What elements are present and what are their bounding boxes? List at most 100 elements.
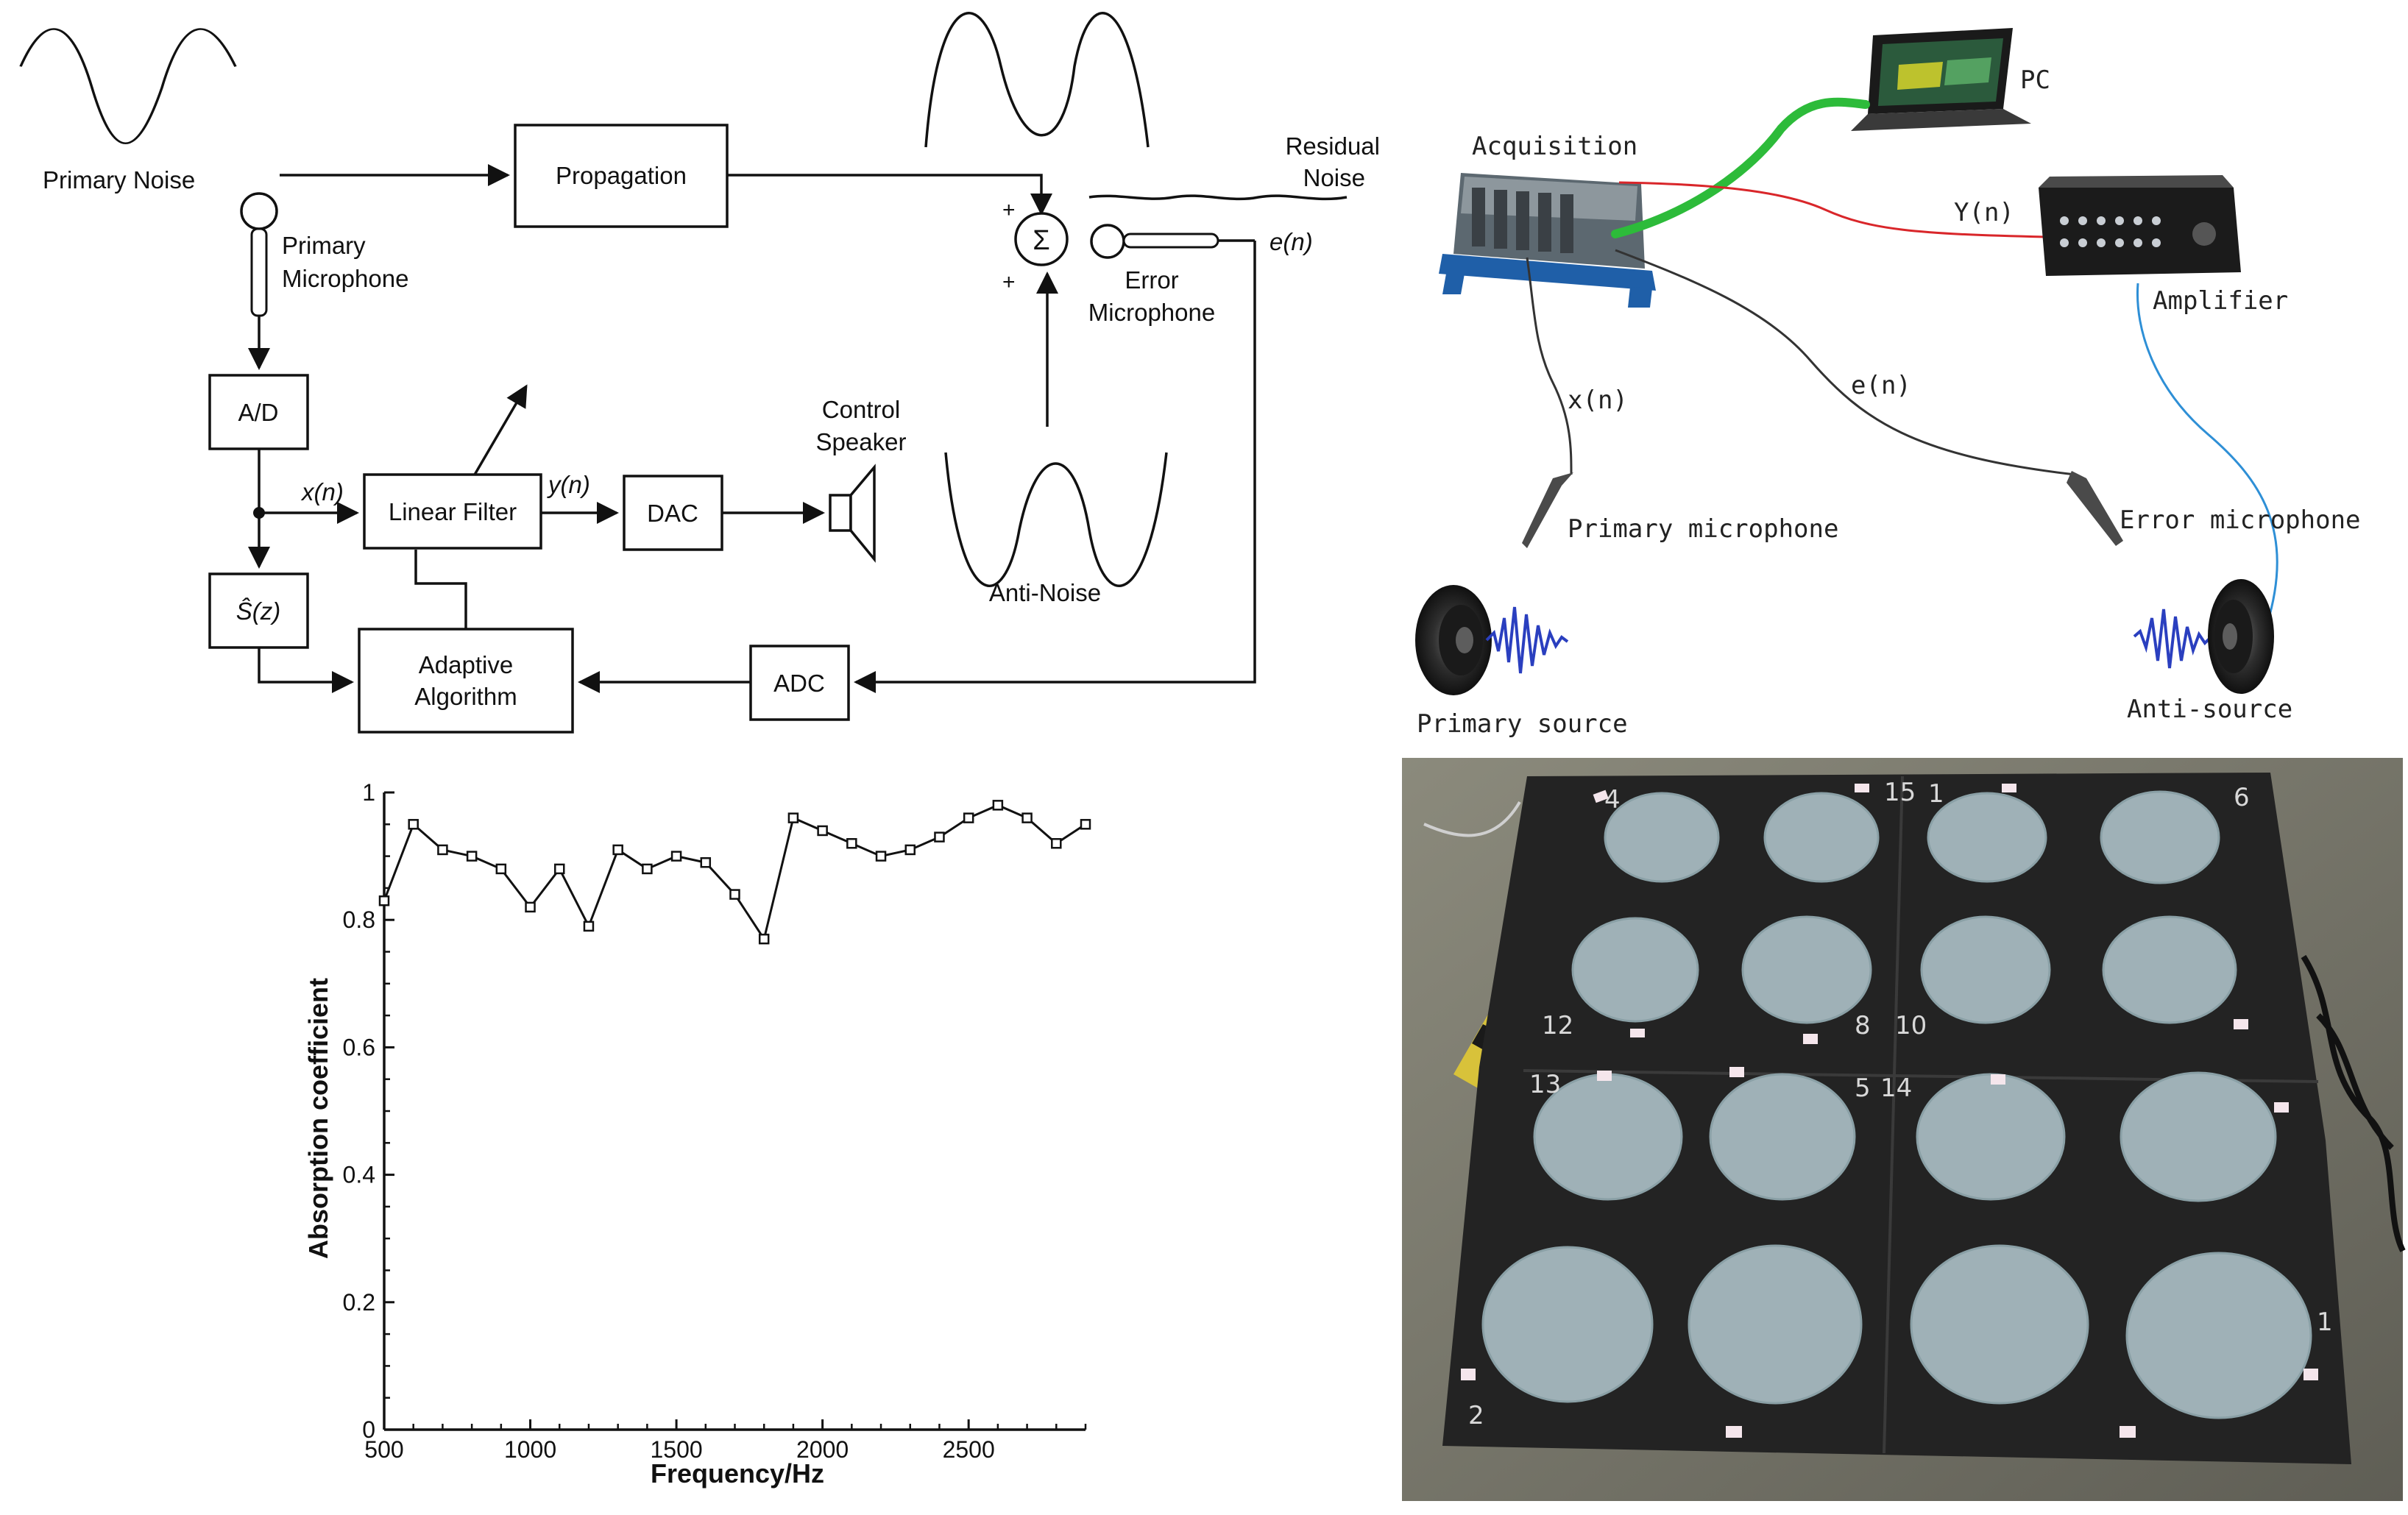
absorber-disk bbox=[1741, 915, 1872, 1024]
chalk-number: 8 bbox=[1855, 1011, 1871, 1040]
adc-label: ADC bbox=[773, 670, 825, 697]
chalk-numbers: 4 15 1 6 12 8 10 13 5 14 2 1 bbox=[1468, 778, 2333, 1430]
Yn-label: Y(n) bbox=[1954, 198, 2014, 227]
data-point-marker bbox=[963, 812, 974, 823]
data-point-marker bbox=[846, 838, 857, 849]
sum-symbol: Σ bbox=[1033, 225, 1050, 256]
data-point-marker bbox=[1021, 812, 1033, 823]
pc-label: PC bbox=[2020, 65, 2050, 95]
absorber-disk bbox=[1763, 792, 1880, 883]
data-point-marker bbox=[1051, 838, 1062, 849]
absorber-disk bbox=[1688, 1244, 1863, 1405]
x-tick-label: 1000 bbox=[504, 1436, 556, 1463]
residual-noise-label-2: Noise bbox=[1303, 164, 1365, 191]
chart-axes bbox=[383, 792, 1086, 1431]
linear-filter-label: Linear Filter bbox=[389, 498, 517, 525]
anti-noise-label: Anti-Noise bbox=[989, 579, 1101, 606]
data-point-marker bbox=[642, 863, 653, 875]
acquisition-chassis-icon bbox=[1439, 173, 1656, 308]
chalk-number: 14 bbox=[1880, 1074, 1912, 1103]
y-tick-label: 0.2 bbox=[343, 1289, 375, 1316]
anc-block-diagram: Primary Noise Propagation Residual Noise… bbox=[19, 12, 1380, 734]
primary-source-label: Primary source bbox=[1417, 709, 1628, 739]
absorber-disk bbox=[2125, 1252, 2312, 1419]
residual-noise-label-1: Residual bbox=[1286, 132, 1380, 160]
sz-to-adaptive-arrow bbox=[258, 647, 354, 693]
adaptive-to-filter-line bbox=[414, 550, 467, 629]
amplifier-icon bbox=[2039, 175, 2241, 276]
adaptive-algorithm-label-2: Algorithm bbox=[414, 683, 517, 710]
summing-junction bbox=[1014, 212, 1069, 266]
absorber-disk bbox=[1920, 915, 2051, 1024]
error-microphone-label-2: Microphone bbox=[1088, 299, 1215, 326]
control-speaker-label-2: Speaker bbox=[816, 428, 907, 455]
y-axis-title: Absorption coefficient bbox=[303, 978, 333, 1259]
ad-converter-block bbox=[208, 374, 309, 450]
adc-block bbox=[749, 645, 850, 721]
absorber-disk bbox=[2102, 915, 2237, 1024]
error-microphone-hw-icon bbox=[2067, 471, 2123, 546]
sum-plus-bottom: + bbox=[1002, 270, 1016, 294]
data-point-marker bbox=[934, 831, 945, 842]
x-tick-label: 2500 bbox=[943, 1436, 995, 1463]
chalk-number: 1 bbox=[2317, 1308, 2333, 1337]
laptop-icon bbox=[1851, 28, 2031, 131]
data-point-marker bbox=[729, 889, 740, 900]
acquisition-label: Acquisition bbox=[1472, 132, 1637, 161]
data-point-marker bbox=[1080, 819, 1091, 830]
absorber-disk bbox=[1604, 792, 1720, 883]
adaptive-algorithm-label-1: Adaptive bbox=[419, 651, 513, 678]
absorber-disk bbox=[1571, 917, 1699, 1023]
data-point-marker bbox=[437, 844, 448, 856]
primary-microphone-icon bbox=[240, 192, 278, 317]
data-point-marker bbox=[554, 863, 565, 875]
chalk-number: 4 bbox=[1604, 785, 1621, 815]
data-point-marker bbox=[612, 844, 623, 856]
speaker-cable bbox=[2136, 283, 2278, 626]
primary-source-waveform bbox=[1485, 606, 1569, 674]
en-label: e(n) bbox=[1269, 228, 1313, 255]
propagation-to-sum-arrow bbox=[727, 174, 1052, 216]
control-speaker-icon bbox=[829, 464, 876, 563]
adaptive-algorithm-block bbox=[358, 628, 574, 734]
test-board-photo: 4 15 1 6 12 8 10 13 5 14 2 1 bbox=[1402, 758, 2406, 1501]
absorber-disk bbox=[2120, 1071, 2277, 1202]
amplifier-label: Amplifier bbox=[2153, 286, 2288, 316]
absorption-line bbox=[383, 803, 1086, 942]
error-to-adc-arrow bbox=[854, 241, 1256, 693]
chalk-number: 12 bbox=[1542, 1011, 1573, 1040]
y-tick-label: 0.8 bbox=[343, 906, 375, 933]
data-point-marker bbox=[700, 857, 712, 868]
y-tick-label: 0 bbox=[362, 1416, 375, 1443]
usb-cable bbox=[1611, 97, 1870, 238]
sum-plus-top: + bbox=[1002, 198, 1016, 222]
chalk-number: 15 bbox=[1884, 778, 1916, 807]
secondary-path-estimate-block bbox=[208, 572, 309, 649]
x-tick-label: 500 bbox=[364, 1436, 403, 1463]
propagation-label: Propagation bbox=[556, 162, 687, 189]
absorber-disk bbox=[1709, 1073, 1856, 1201]
x-tick-label: 1500 bbox=[650, 1436, 702, 1463]
y-tick-label: 0.4 bbox=[343, 1162, 375, 1188]
x-axis-title: Frequency/Hz bbox=[651, 1458, 824, 1489]
chalk-number: 5 bbox=[1855, 1074, 1871, 1103]
linear-filter-block bbox=[363, 473, 542, 550]
primary-noise-label: Primary Noise bbox=[43, 166, 195, 194]
control-speaker-label-1: Control bbox=[822, 396, 900, 423]
primary-microphone-hw-label: Primary microphone bbox=[1568, 514, 1838, 544]
data-point-marker bbox=[875, 851, 887, 862]
hw-xn-label: x(n) bbox=[1568, 386, 1628, 415]
residual-noise-wave bbox=[1088, 194, 1348, 201]
absorber-disks bbox=[1481, 790, 2312, 1419]
error-mic-cable bbox=[1615, 249, 2076, 476]
data-point-marker bbox=[495, 863, 507, 875]
absorber-disk bbox=[2100, 790, 2220, 884]
absorber-disk bbox=[1481, 1246, 1654, 1403]
primary-microphone-hw-icon bbox=[1522, 472, 1573, 548]
data-point-marker bbox=[525, 901, 536, 913]
data-point-marker bbox=[992, 800, 1004, 811]
data-point-marker bbox=[670, 851, 682, 862]
data-point-marker bbox=[817, 825, 828, 837]
hardware-setup: PC Acquisition Y(n) bbox=[1415, 28, 2361, 739]
chart-series bbox=[378, 800, 1091, 945]
